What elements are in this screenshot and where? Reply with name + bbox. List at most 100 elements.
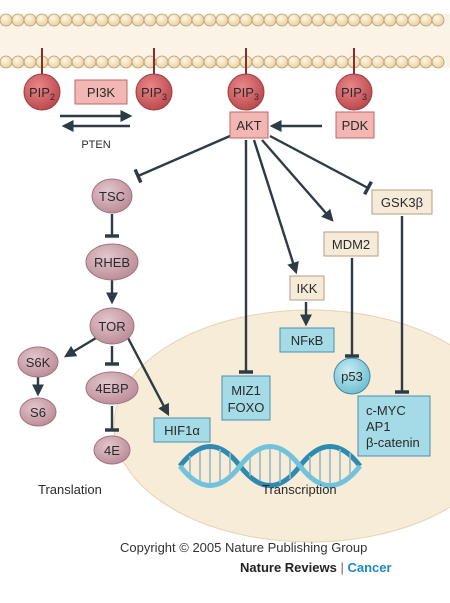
hif1a-label: HIF1α	[164, 423, 200, 438]
akt-to-ikk-arrow	[252, 139, 299, 275]
membrane-bead	[155, 55, 169, 69]
kinase-nodes: AKT PDK GSK3β MDM2 IKK	[229, 111, 433, 301]
akt-inhibits-gsk3b	[269, 134, 373, 196]
foxo-label: FOXO	[228, 400, 265, 415]
membrane-bead	[311, 13, 325, 27]
membrane-bead	[203, 55, 217, 69]
membrane-inner-layer	[0, 55, 445, 69]
membrane-bead	[131, 55, 145, 69]
membrane-outer-layer	[0, 13, 445, 27]
membrane-bead	[311, 55, 325, 69]
membrane-bead	[347, 13, 361, 27]
membrane-bead	[287, 55, 301, 69]
membrane-bead	[371, 13, 385, 27]
membrane-bead	[431, 13, 445, 27]
membrane-bead	[287, 13, 301, 27]
ikk-label: IKK	[297, 281, 318, 296]
tsc-node	[91, 178, 133, 214]
membrane-bead	[119, 13, 133, 27]
membrane-bead	[239, 13, 253, 27]
cmyc-box	[357, 395, 431, 457]
translation-nodes: TSC RHEB TOR S6K S6 4EBP 4E	[17, 178, 139, 465]
membrane-bead	[407, 55, 421, 69]
membrane-bead	[263, 13, 277, 27]
membrane-bead	[167, 55, 181, 69]
s6k-node	[17, 346, 59, 378]
pten-label: PTEN	[81, 139, 110, 151]
membrane-bead	[107, 55, 121, 69]
membrane-bead	[35, 13, 49, 27]
membrane-bead	[167, 13, 181, 27]
membrane-bead	[23, 13, 37, 27]
tor-to-s6k-arrow	[63, 336, 97, 358]
cell-membrane	[0, 13, 450, 69]
akt-box	[229, 111, 269, 139]
membrane-bead	[323, 13, 337, 27]
miz1-label: MIZ1	[231, 383, 261, 398]
tor-node	[89, 307, 135, 345]
miz1-foxo-box	[221, 375, 271, 421]
akt-label: AKT	[236, 118, 261, 133]
membrane-bead	[143, 13, 157, 27]
membrane-bead	[83, 13, 97, 27]
4ebp-node	[85, 371, 139, 405]
nfkb-box	[279, 327, 335, 353]
gsk3b-label: GSK3β	[381, 195, 423, 210]
membrane-bead	[299, 55, 313, 69]
cmyc-label: c-MYC	[366, 403, 406, 418]
membrane-bead	[227, 55, 241, 69]
membrane-bead	[395, 55, 409, 69]
membrane-bead	[47, 55, 61, 69]
membrane-bead	[23, 55, 37, 69]
membrane-bead	[95, 55, 109, 69]
membrane-bead	[179, 55, 193, 69]
membrane-bead	[119, 55, 133, 69]
pi3k-box	[74, 79, 128, 105]
s6-node	[19, 397, 57, 427]
pip3-b-node	[227, 73, 265, 111]
s6k-label: S6K	[26, 355, 51, 370]
journal-name: Cancer	[347, 560, 392, 575]
membrane-bead	[155, 13, 169, 27]
membrane-bead	[359, 55, 373, 69]
tor-to-hif1a-arrow	[126, 337, 170, 417]
tor-label: TOR	[98, 319, 125, 334]
membrane-bead	[299, 13, 313, 27]
pip3-c-label: PIP3	[341, 85, 367, 102]
pip3-a-label: PIP3	[141, 85, 167, 102]
pi3k-label: PI3K	[87, 85, 116, 100]
membrane-bead	[227, 13, 241, 27]
membrane-bead	[107, 13, 121, 27]
membrane-bead	[371, 55, 385, 69]
copyright-notice: Copyright © 2005 Nature Publishing Group	[120, 540, 368, 555]
membrane-bead	[59, 13, 73, 27]
nfkb-label: NFκB	[291, 333, 324, 348]
membrane-bead	[335, 13, 349, 27]
brand-name: Nature Reviews	[240, 560, 337, 575]
pdk-label: PDK	[342, 118, 369, 133]
membrane-bead	[335, 55, 349, 69]
membrane-bead	[191, 55, 205, 69]
membrane-bead	[191, 13, 205, 27]
membrane-bead	[275, 13, 289, 27]
brand-separator: |	[340, 560, 344, 575]
membrane-bead	[179, 13, 193, 27]
membrane-nodes: PIP2 PI3K PIP3 PIP3 PIP3 PTEN	[23, 48, 373, 151]
mdm2-box	[323, 231, 379, 257]
4e-label: 4E	[104, 443, 120, 458]
membrane-bead	[131, 13, 145, 27]
membrane-bead	[431, 55, 445, 69]
hif1a-box	[153, 417, 211, 443]
membrane-bead	[251, 13, 265, 27]
pip2-node	[23, 73, 61, 111]
pip2-label: PIP2	[29, 85, 55, 102]
membrane-bead	[251, 55, 265, 69]
p53-node	[333, 357, 371, 395]
membrane-bead	[47, 13, 61, 27]
pdk-box	[335, 111, 375, 139]
tsc-label: TSC	[99, 189, 125, 204]
akt-to-mdm2-arrow	[261, 139, 334, 222]
translation-label: Translation	[38, 482, 102, 497]
transcription-nodes: HIF1α MIZ1 FOXO NFκB p53 c-MYC AP1 β-cat…	[153, 327, 431, 457]
